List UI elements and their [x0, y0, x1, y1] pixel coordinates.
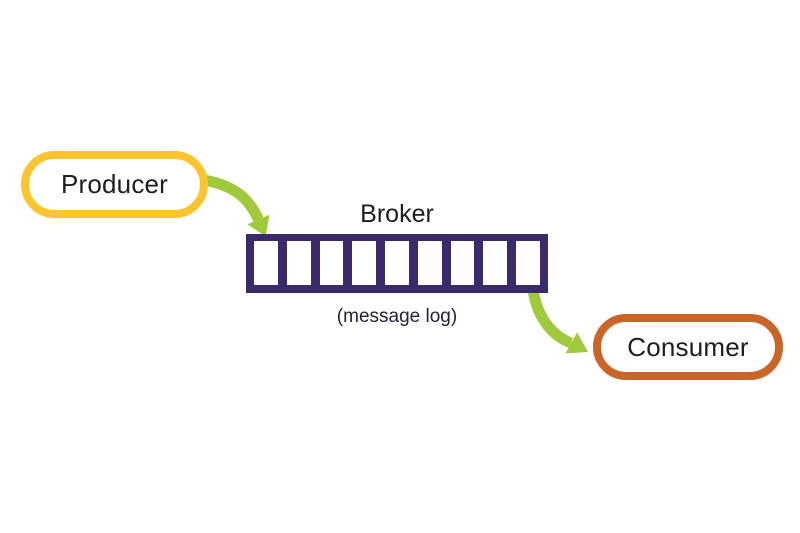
message-log-label: (message log): [336, 306, 458, 327]
broker-cell: [417, 241, 442, 285]
broker-cell: [516, 241, 541, 285]
broker-cell: [450, 241, 475, 285]
broker-cell: [352, 241, 377, 285]
producer-label: Producer: [60, 169, 169, 199]
broker-cell: [483, 241, 508, 285]
broker-cell: [286, 241, 311, 285]
broker-cell: [254, 241, 278, 285]
consumer-label: Consumer: [627, 331, 749, 362]
producer-node: Producer: [21, 151, 208, 218]
broker-cell: [319, 241, 344, 285]
consumer-node: Consumer: [593, 314, 783, 380]
broker-to-consumer-arrowhead-icon: [565, 332, 588, 354]
broker-message-log-bar: [246, 234, 548, 293]
broker-cell: [385, 241, 409, 285]
broker-label: Broker: [360, 200, 434, 228]
